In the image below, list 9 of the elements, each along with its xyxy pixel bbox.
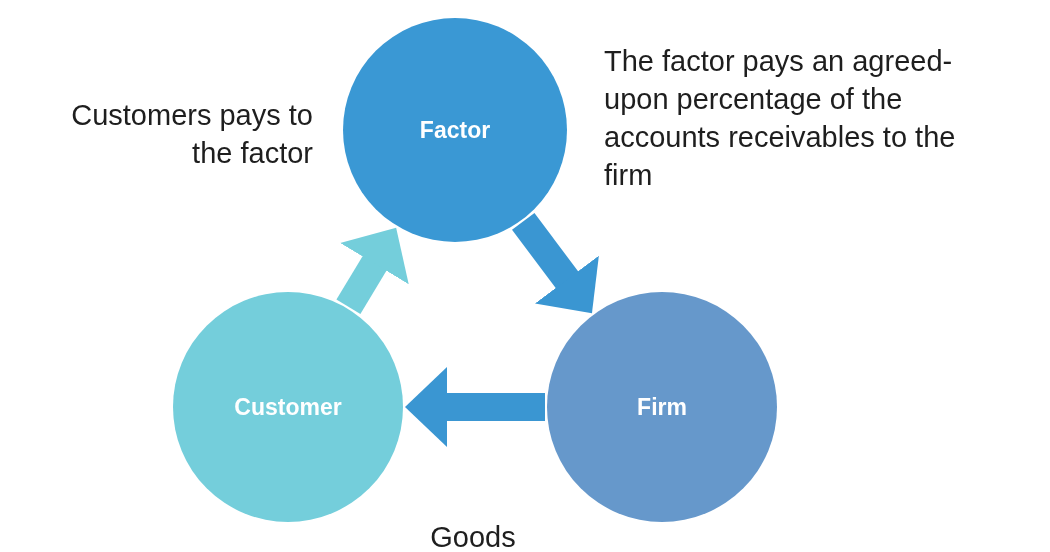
edge-label: The factor pays an agreed-upon percentage of the accounts receivables to the firm — [604, 44, 957, 193]
block-arrow — [405, 367, 545, 447]
block-arrow — [336, 227, 409, 315]
node-label: Firm — [637, 392, 687, 422]
node-label: Customer — [234, 392, 342, 422]
edge-label: Goods — [429, 520, 517, 552]
node-label: Factor — [419, 115, 491, 145]
block-arrow — [512, 212, 599, 314]
edge-label: Customers pays to the factor — [70, 98, 313, 171]
